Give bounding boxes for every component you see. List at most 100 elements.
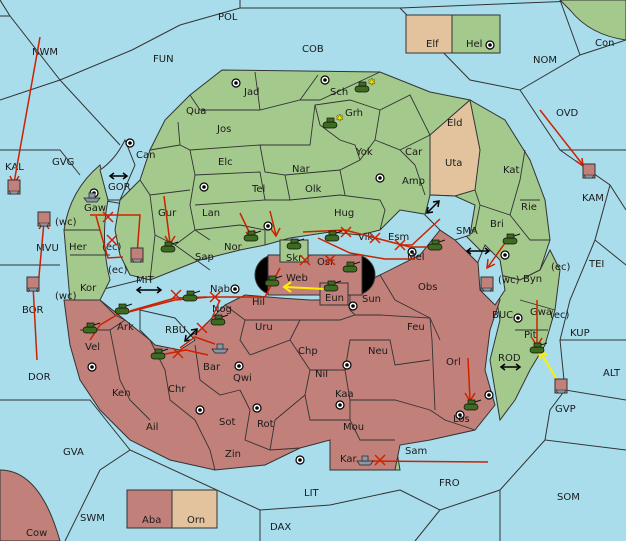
army-unit[interactable] bbox=[182, 290, 201, 302]
fleet-marker-kam[interactable] bbox=[582, 163, 596, 179]
label-ark[interactable]: Ark bbox=[117, 322, 134, 333]
label-nog[interactable]: Nog bbox=[212, 304, 232, 315]
label-zin[interactable]: Zin bbox=[225, 449, 241, 460]
label-mel[interactable]: Mel bbox=[407, 252, 425, 263]
label-hug[interactable]: Hug bbox=[334, 208, 354, 219]
label-sma[interactable]: SMA bbox=[456, 226, 478, 237]
label-gwa[interactable]: Gwa bbox=[530, 307, 552, 318]
label-qua[interactable]: Qua bbox=[186, 106, 206, 117]
label-gaw[interactable]: Gaw bbox=[84, 203, 106, 214]
army-unit[interactable] bbox=[463, 399, 482, 411]
label-nar[interactable]: Nar bbox=[292, 164, 311, 175]
army-unit[interactable] bbox=[114, 303, 133, 315]
label-vik[interactable]: Vik bbox=[358, 232, 373, 243]
label-grh[interactable]: Grh bbox=[345, 108, 363, 119]
fleet-unit[interactable] bbox=[356, 455, 374, 466]
label-lan[interactable]: Lan bbox=[202, 208, 220, 219]
label-alt[interactable]: ALT bbox=[603, 368, 621, 379]
label-skr[interactable]: Skr bbox=[286, 253, 303, 264]
label-eun[interactable]: Eun bbox=[325, 293, 344, 304]
army-unit[interactable] bbox=[243, 230, 262, 242]
label-cow[interactable]: Cow bbox=[26, 528, 47, 539]
label-uru[interactable]: Uru bbox=[255, 322, 273, 333]
label-fro[interactable]: FRO bbox=[439, 478, 460, 489]
label-fun[interactable]: FUN bbox=[153, 54, 174, 65]
label-som[interactable]: SOM bbox=[557, 492, 580, 503]
label-chr[interactable]: Chr bbox=[168, 384, 186, 395]
label-gvg[interactable]: GVG bbox=[52, 157, 74, 168]
label-uta[interactable]: Uta bbox=[445, 158, 462, 169]
label-sun[interactable]: Sun bbox=[362, 294, 381, 305]
army-unit[interactable] bbox=[82, 322, 101, 334]
label-ail[interactable]: Ail bbox=[146, 422, 158, 433]
label-eld[interactable]: Eld bbox=[447, 118, 462, 129]
label-rbu[interactable]: RBU bbox=[165, 325, 186, 336]
label-neu[interactable]: Neu bbox=[368, 346, 388, 357]
label-los[interactable]: Los bbox=[453, 414, 470, 425]
label-amp[interactable]: Amp bbox=[402, 176, 425, 187]
label-kar[interactable]: Kar bbox=[340, 454, 358, 465]
label-kal[interactable]: KAL bbox=[5, 162, 24, 173]
label-jad[interactable]: Jad bbox=[243, 87, 259, 98]
label-kup[interactable]: KUP bbox=[570, 328, 590, 339]
label-gva[interactable]: GVA bbox=[63, 447, 84, 458]
army-unit[interactable] bbox=[502, 233, 521, 245]
label-gor[interactable]: GOR bbox=[108, 182, 131, 193]
label-yok[interactable]: Yok bbox=[355, 147, 373, 158]
label-dax[interactable]: DAX bbox=[270, 522, 291, 533]
label-sap[interactable]: Sap bbox=[195, 252, 214, 263]
label-qwi[interactable]: Qwi bbox=[233, 373, 252, 384]
army-unit[interactable]: ✱ bbox=[354, 78, 376, 93]
army-unit[interactable]: ✱ bbox=[322, 114, 344, 129]
label-ovd[interactable]: OVD bbox=[556, 108, 579, 119]
label-bor[interactable]: BOR bbox=[22, 305, 44, 316]
label-mou[interactable]: Mou bbox=[343, 422, 364, 433]
label-bri[interactable]: Bri bbox=[490, 219, 504, 230]
label-chp[interactable]: Chp bbox=[298, 346, 318, 357]
army-unit[interactable] bbox=[264, 275, 283, 287]
label-mvu[interactable]: MVU bbox=[36, 243, 59, 254]
label-nab[interactable]: Nab bbox=[210, 284, 230, 295]
label-can[interactable]: Can bbox=[136, 150, 155, 161]
label-elc[interactable]: Elc bbox=[218, 157, 233, 168]
fleet-marker-gaw[interactable] bbox=[130, 247, 144, 263]
label-kam[interactable]: KAM bbox=[582, 193, 604, 204]
label-mit[interactable]: MIT bbox=[136, 275, 155, 286]
label-tel[interactable]: Tel bbox=[251, 184, 265, 195]
label-lit[interactable]: LIT bbox=[304, 488, 320, 499]
label-car[interactable]: Car bbox=[405, 147, 423, 158]
label-sam[interactable]: Sam bbox=[405, 446, 427, 457]
label-esm[interactable]: Esm bbox=[388, 232, 409, 243]
army-unit[interactable] bbox=[342, 261, 361, 273]
label-tei[interactable]: TEI bbox=[588, 259, 604, 270]
label-feu[interactable]: Feu bbox=[407, 322, 425, 333]
fleet-marker-bor[interactable] bbox=[26, 276, 40, 292]
label-sot[interactable]: Sot bbox=[219, 417, 235, 428]
army-unit[interactable] bbox=[324, 230, 343, 242]
army-unit[interactable] bbox=[210, 314, 229, 326]
label-nom[interactable]: NOM bbox=[533, 55, 557, 66]
fleet-marker-kal[interactable] bbox=[7, 179, 21, 195]
label-obs[interactable]: Obs bbox=[418, 282, 437, 293]
label-kat[interactable]: Kat bbox=[503, 165, 520, 176]
label-hil[interactable]: Hil bbox=[252, 297, 265, 308]
label-bar[interactable]: Bar bbox=[203, 362, 221, 373]
label-rot[interactable]: Rot bbox=[257, 419, 274, 430]
label-olk[interactable]: Olk bbox=[305, 184, 322, 195]
label-byn[interactable]: Byn bbox=[523, 274, 542, 285]
label-rie[interactable]: Rie bbox=[521, 202, 537, 213]
label-gvp[interactable]: GVP bbox=[555, 404, 576, 415]
label-sch[interactable]: Sch bbox=[330, 87, 348, 98]
label-nwm[interactable]: NWM bbox=[32, 47, 58, 58]
label-swm[interactable]: SWM bbox=[80, 513, 105, 524]
label-orl[interactable]: Orl bbox=[446, 357, 461, 368]
label-jos[interactable]: Jos bbox=[216, 124, 231, 135]
army-unit[interactable] bbox=[150, 348, 169, 360]
fleet-unit[interactable] bbox=[83, 192, 101, 203]
label-her[interactable]: Her bbox=[69, 242, 88, 253]
fleet-marker-mvu[interactable] bbox=[37, 211, 51, 227]
fleet-marker-gvp[interactable] bbox=[554, 378, 568, 394]
army-unit[interactable] bbox=[160, 241, 179, 253]
army-unit[interactable] bbox=[286, 238, 305, 250]
fleet-marker-buc[interactable] bbox=[480, 276, 494, 292]
